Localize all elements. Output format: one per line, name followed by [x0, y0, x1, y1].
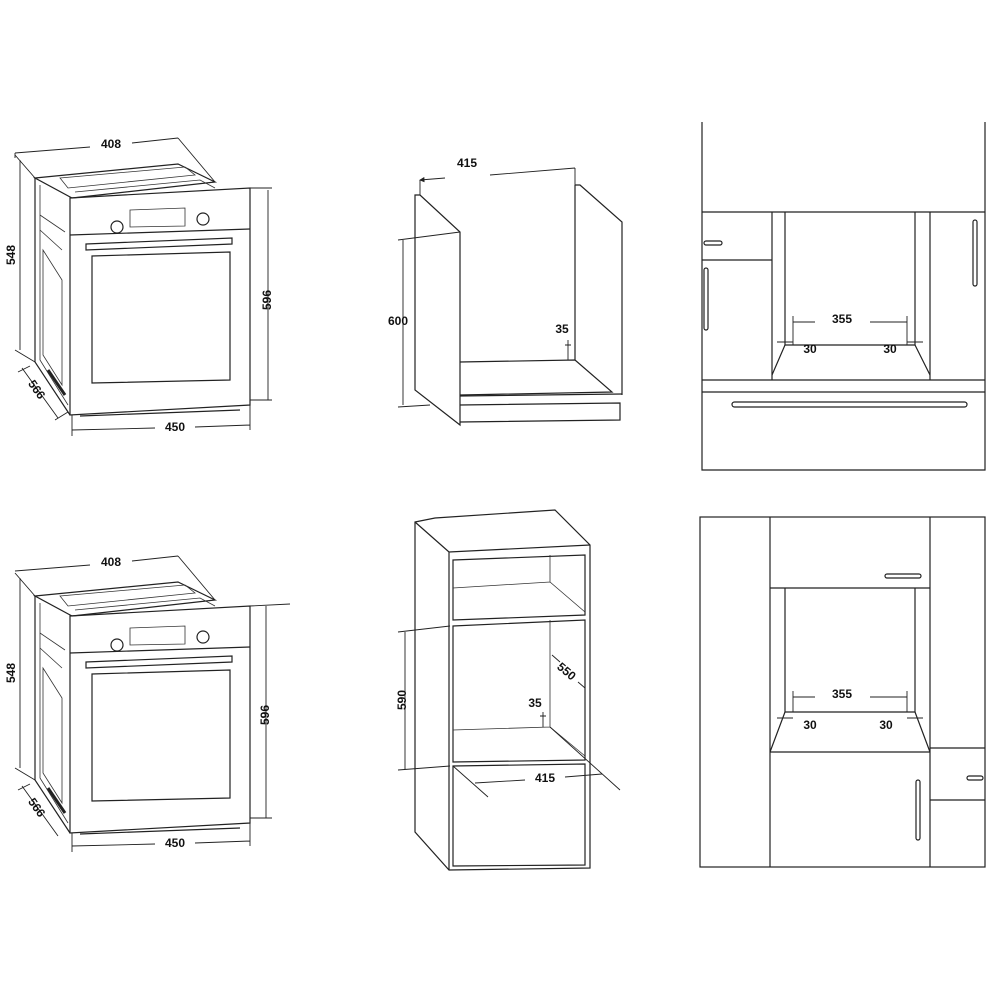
dim-cabinet-gap: 35 — [555, 322, 569, 336]
dim-cabinet-width: 415 — [457, 156, 477, 170]
dim-oven-front-height: 596 — [260, 290, 274, 310]
dim-right-gap: 30 — [879, 718, 893, 732]
dim-tall-gap: 35 — [528, 696, 542, 710]
dim-oven-height: 548 — [4, 245, 18, 265]
dim-tall-width: 415 — [535, 771, 555, 785]
kitchen-under-counter-diagram: 355 30 30 — [701, 122, 986, 471]
dim-cabinet-height: 600 — [388, 314, 408, 328]
dim-right-gap: 30 — [883, 342, 897, 356]
oven-drawing — [33, 580, 252, 836]
oven-diagram-top: 408 548 596 566 450 — [4, 137, 274, 436]
cabinet-tall-diagram: 590 550 35 415 — [395, 509, 621, 871]
dim-tall-height: 590 — [395, 690, 409, 710]
dim-niche-width: 355 — [832, 312, 852, 326]
oven-diagram-bottom: 408 548 596 566 450 — [4, 555, 291, 852]
dim-oven-depth: 566 — [25, 795, 48, 820]
dim-oven-depth: 566 — [25, 377, 48, 402]
dim-left-gap: 30 — [803, 342, 817, 356]
dim-oven-front-width: 450 — [165, 836, 185, 850]
kitchen-tall-diagram: 355 30 30 — [699, 516, 986, 868]
cabinet-under-counter-diagram: 415 600 35 — [388, 156, 623, 427]
dim-niche-width: 355 — [832, 687, 852, 701]
dim-oven-width: 408 — [101, 137, 121, 151]
dim-oven-width: 408 — [101, 555, 121, 569]
dim-oven-front-width: 450 — [165, 420, 185, 434]
dim-left-gap: 30 — [803, 718, 817, 732]
dim-oven-height: 548 — [4, 663, 18, 683]
oven-drawing — [33, 162, 252, 418]
dim-tall-depth: 550 — [554, 660, 579, 684]
dim-oven-front-height: 596 — [258, 705, 272, 725]
